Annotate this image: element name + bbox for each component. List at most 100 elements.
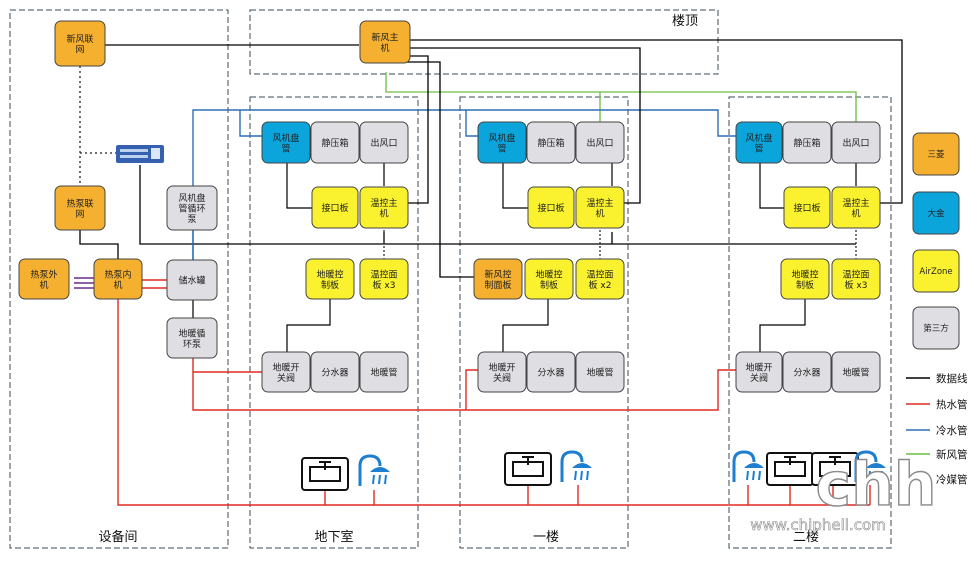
fixtures: [301, 450, 886, 491]
network-switch-icon: [116, 145, 164, 163]
second-sink-icon-1: [766, 452, 814, 486]
pipe-network: [74, 39, 903, 506]
first-fresh-air-panel: 新风控制面板: [473, 258, 523, 300]
data-line-fresh-air-panel: [402, 61, 475, 278]
data-line-floor-ctrl-basement: [286, 298, 331, 352]
second-air-outlet-label: 出风口: [842, 137, 869, 149]
zone-label-first-floor: 一楼: [533, 530, 559, 545]
first-floor-pipe-label: 地暖管: [586, 367, 613, 379]
basement-manifold: 分水器: [310, 351, 360, 393]
basement-air-outlet: 出风口: [359, 121, 409, 164]
first-static-box: 静压箱: [526, 121, 576, 164]
watermark-url: www.chiphell.com: [750, 516, 886, 534]
first-floor-pipe: 地暖管: [575, 351, 625, 393]
first-sink-icon: [504, 452, 552, 486]
heat-pump-indoor-unit: 热泵内机: [93, 258, 143, 300]
cold-water-pipe-second: [466, 109, 736, 137]
first-manifold-label: 分水器: [537, 367, 564, 379]
legend-brand-0: 三菱: [912, 132, 960, 176]
heat-pump-indoor-unit-label: 热泵内机: [104, 268, 131, 291]
zone-label-roof: 楼顶: [672, 14, 698, 29]
data-line-roof-to-basement: [408, 55, 429, 204]
basement-floor-controller: 地暖控制板: [305, 258, 355, 300]
legend-brand-3: 第三方: [912, 306, 960, 350]
second-floor-controller: 地暖控制板: [780, 258, 830, 300]
data-line-bus: [139, 165, 856, 245]
first-air-outlet: 出风口: [575, 121, 625, 164]
second-static-box-label: 静压箱: [793, 137, 820, 149]
legend-line-label: 热水管: [936, 398, 968, 411]
basement-thermostat-main: 温控主机: [359, 186, 409, 229]
data-line-fcu-interface-first: [502, 163, 528, 209]
data-line-roof-to-first: [410, 47, 641, 204]
second-manifold-label: 分水器: [793, 367, 820, 379]
storage-tank: 储水罐: [166, 259, 218, 301]
first-floor-controller-label: 地暖控制板: [535, 268, 562, 291]
legend-line-label: 数据线: [936, 372, 968, 385]
second-shower-icon-2: [854, 450, 886, 482]
hot-water-floor-loop: [192, 358, 736, 411]
first-fresh-air-panel-label: 新风控制面板: [484, 268, 511, 291]
second-interface-board: 接口板: [783, 186, 831, 229]
basement-interface-board: 接口板: [311, 186, 359, 229]
legend-brand-label: 三菱: [927, 149, 945, 160]
first-interface-board: 接口板: [527, 186, 575, 229]
second-thermostat-main-label: 温控主机: [842, 197, 869, 220]
basement-manifold-label: 分水器: [321, 367, 348, 379]
zone-label-equipment-room: 设备间: [98, 529, 137, 545]
legend-line-1: 热水管: [906, 398, 968, 411]
second-static-box: 静压箱: [782, 121, 832, 164]
zone-equipment-room: [9, 9, 229, 549]
storage-tank-label: 储水罐: [178, 275, 205, 287]
second-fcu-label: 风机盘管: [745, 132, 772, 155]
legend-brand-1: 大金: [912, 191, 960, 235]
legend-brand-2: AirZone: [912, 249, 960, 293]
first-fcu: 风机盘管: [477, 121, 527, 164]
fresh-air-main-unit-label: 新风主机: [371, 31, 398, 54]
first-manifold: 分水器: [526, 351, 576, 393]
zone-roof: [249, 9, 719, 75]
second-floor-pipe-label: 地暖管: [842, 367, 869, 379]
cold-water-pipe-basement: [239, 110, 262, 137]
second-temp-panel-label: 温控面板 x3: [842, 268, 869, 291]
second-fcu: 风机盘管: [735, 121, 783, 164]
data-line-roof-to-second: [410, 39, 903, 204]
data-line-fcu-interface-basement: [286, 163, 312, 209]
zone-basement: [249, 96, 419, 549]
device-nodes: 新风联网热泵联网热泵外机热泵内机储水罐风机盘管循环泵地暖循环泵新风主机风机盘管静…: [18, 20, 881, 393]
fcu-circulation-pump-label: 风机盘管循环泵: [178, 192, 205, 225]
basement-temp-panel: 温控面板 x3: [359, 258, 409, 300]
first-floor-valve: 地暖开关阀: [477, 351, 527, 393]
second-floor-valve: 地暖开关阀: [735, 351, 783, 393]
basement-temp-panel-label: 温控面板 x3: [370, 268, 397, 291]
basement-sink-icon: [301, 457, 349, 491]
legend-line-4: 冷媒管: [906, 473, 968, 486]
zone-borders: [9, 9, 892, 549]
second-temp-panel: 温控面板 x3: [831, 258, 881, 300]
zone-label-basement: 地下室: [314, 529, 353, 545]
zone-first-floor: [459, 96, 629, 549]
legend-line-label: 冷水管: [936, 424, 968, 437]
legend-line-3: 新风管: [906, 448, 968, 461]
fresh-air-main-unit: 新风主机: [359, 20, 411, 64]
legend-line-label: 冷媒管: [936, 473, 968, 486]
first-temp-panel: 温控面板 x2: [575, 258, 625, 300]
first-temp-panel-label: 温控面板 x2: [586, 268, 613, 291]
fcu-circulation-pump: 风机盘管循环泵: [166, 185, 218, 231]
legend-line-0: 数据线: [906, 372, 968, 385]
second-sink-icon-2: [811, 452, 859, 486]
first-floor-controller: 地暖控制板: [524, 258, 574, 300]
floor-heating-pump-label: 地暖循环泵: [178, 327, 205, 350]
basement-floor-valve-label: 地暖开关阀: [272, 361, 299, 384]
basement-interface-board-label: 接口板: [321, 202, 348, 214]
basement-shower-icon: [358, 454, 390, 486]
zone-label-second-floor: 二楼: [793, 530, 819, 545]
fresh-air-duct: [385, 72, 857, 123]
first-static-box-label: 静压箱: [537, 137, 564, 149]
fresh-air-gateway-label: 新风联网: [66, 33, 93, 56]
first-floor-valve-label: 地暖开关阀: [488, 361, 515, 384]
